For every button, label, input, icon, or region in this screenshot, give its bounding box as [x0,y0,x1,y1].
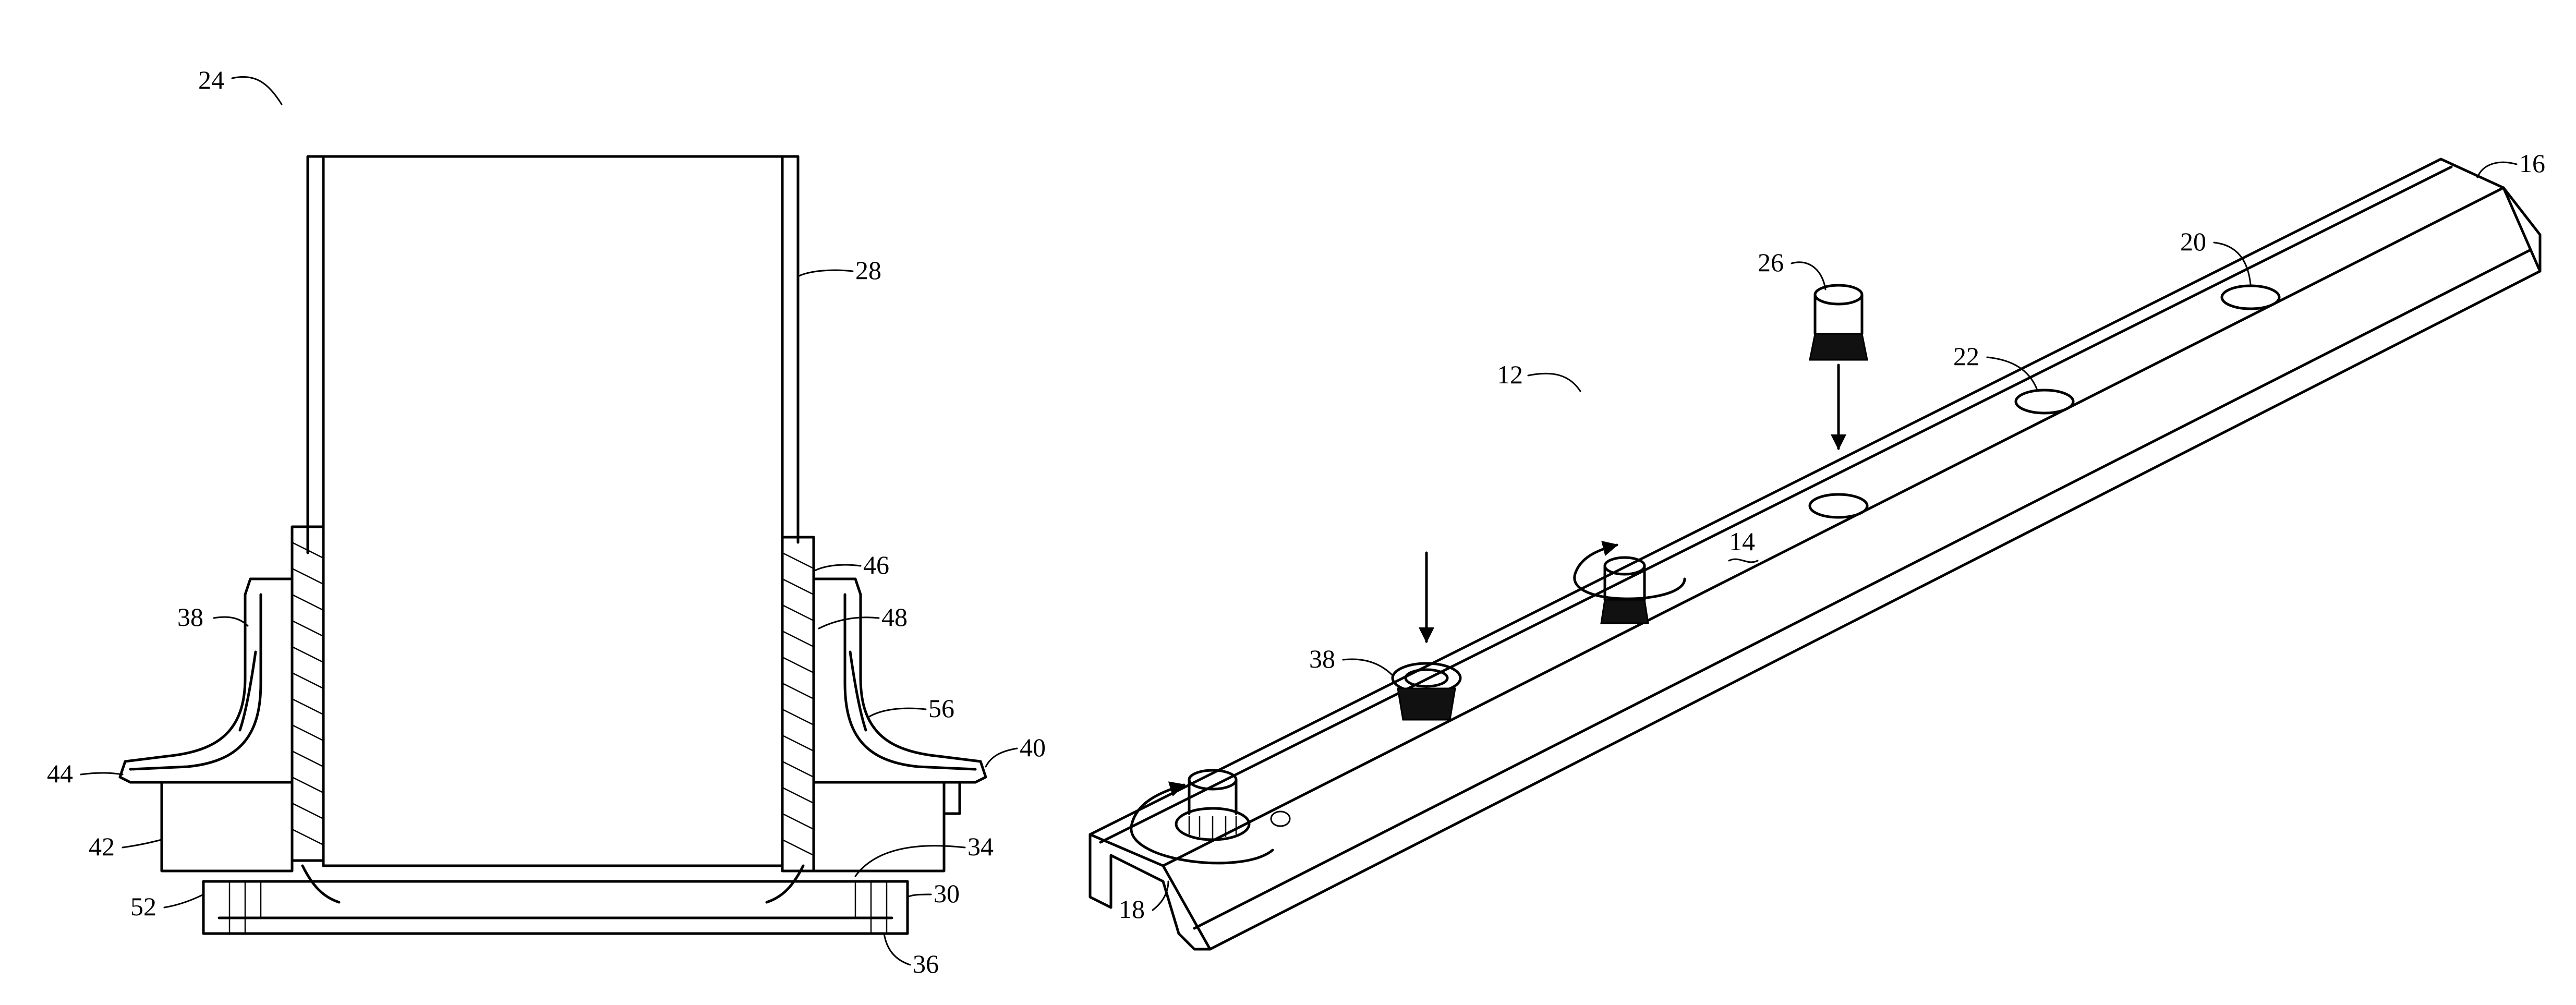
arrow-rotate-middle [1575,545,1685,599]
label-28: 28 [855,256,881,285]
label-42: 42 [89,832,115,861]
tab-right [944,782,960,814]
hole-receiving [1810,494,1867,517]
label-26: 26 [1758,248,1784,277]
leader-44 [81,773,123,774]
label-46: 46 [863,550,889,579]
leader-12 [1528,373,1580,391]
label-16: 16 [2519,149,2545,178]
label-38-right: 38 [1309,644,1335,673]
collar-left [120,579,292,782]
hole-22 [2016,390,2073,413]
collar-38 [1393,663,1460,720]
base-curve-left [303,866,339,902]
channel-top [1090,159,2504,866]
leader-30 [908,894,931,897]
label-22: 22 [1953,342,1979,371]
leader-24 [232,77,282,104]
base-plate [203,881,908,934]
label-52: 52 [130,892,156,921]
leader-28 [798,270,853,276]
leader-26 [1792,262,1825,289]
slot-left [1271,812,1290,826]
leader-18 [1153,881,1168,910]
fastener-26 [1810,285,1867,360]
leader-38-left [214,617,248,626]
rib-left [240,652,256,730]
cylinder-body [308,156,798,553]
label-38-left: 38 [177,602,203,632]
leader-46 [814,565,861,571]
label-40: 40 [1020,733,1046,762]
thread-left [292,527,323,861]
underline-14 [1729,559,1758,562]
block-right [814,782,944,871]
arrow-rotate-left [1131,785,1273,863]
label-56: 56 [928,694,954,723]
label-44: 44 [47,759,73,788]
figure-right-channel: 12 [1090,149,2545,949]
figure-left-cross-section: 24 28 [47,65,1046,978]
leader-16 [2477,162,2517,177]
leader-38-right [1343,659,1393,675]
collar-right-inner [845,595,975,769]
fastener-installed [1176,770,1249,840]
label-12: 12 [1497,360,1523,389]
label-48: 48 [881,602,908,632]
label-24: 24 [198,65,224,94]
leader-36 [884,934,910,965]
label-18: 18 [1119,894,1145,924]
label-30: 30 [934,879,960,908]
label-14: 14 [1729,527,1755,556]
label-20: 20 [2180,227,2206,256]
leader-40 [986,748,1017,767]
label-34: 34 [967,832,994,861]
block-left [162,782,292,871]
leader-48 [819,617,879,628]
leader-52 [164,894,203,907]
hole-20 [2222,286,2279,309]
thread-right [782,537,814,871]
leader-56 [868,708,926,717]
label-36: 36 [913,949,939,978]
rib-right [850,652,866,730]
leader-42 [123,840,162,847]
